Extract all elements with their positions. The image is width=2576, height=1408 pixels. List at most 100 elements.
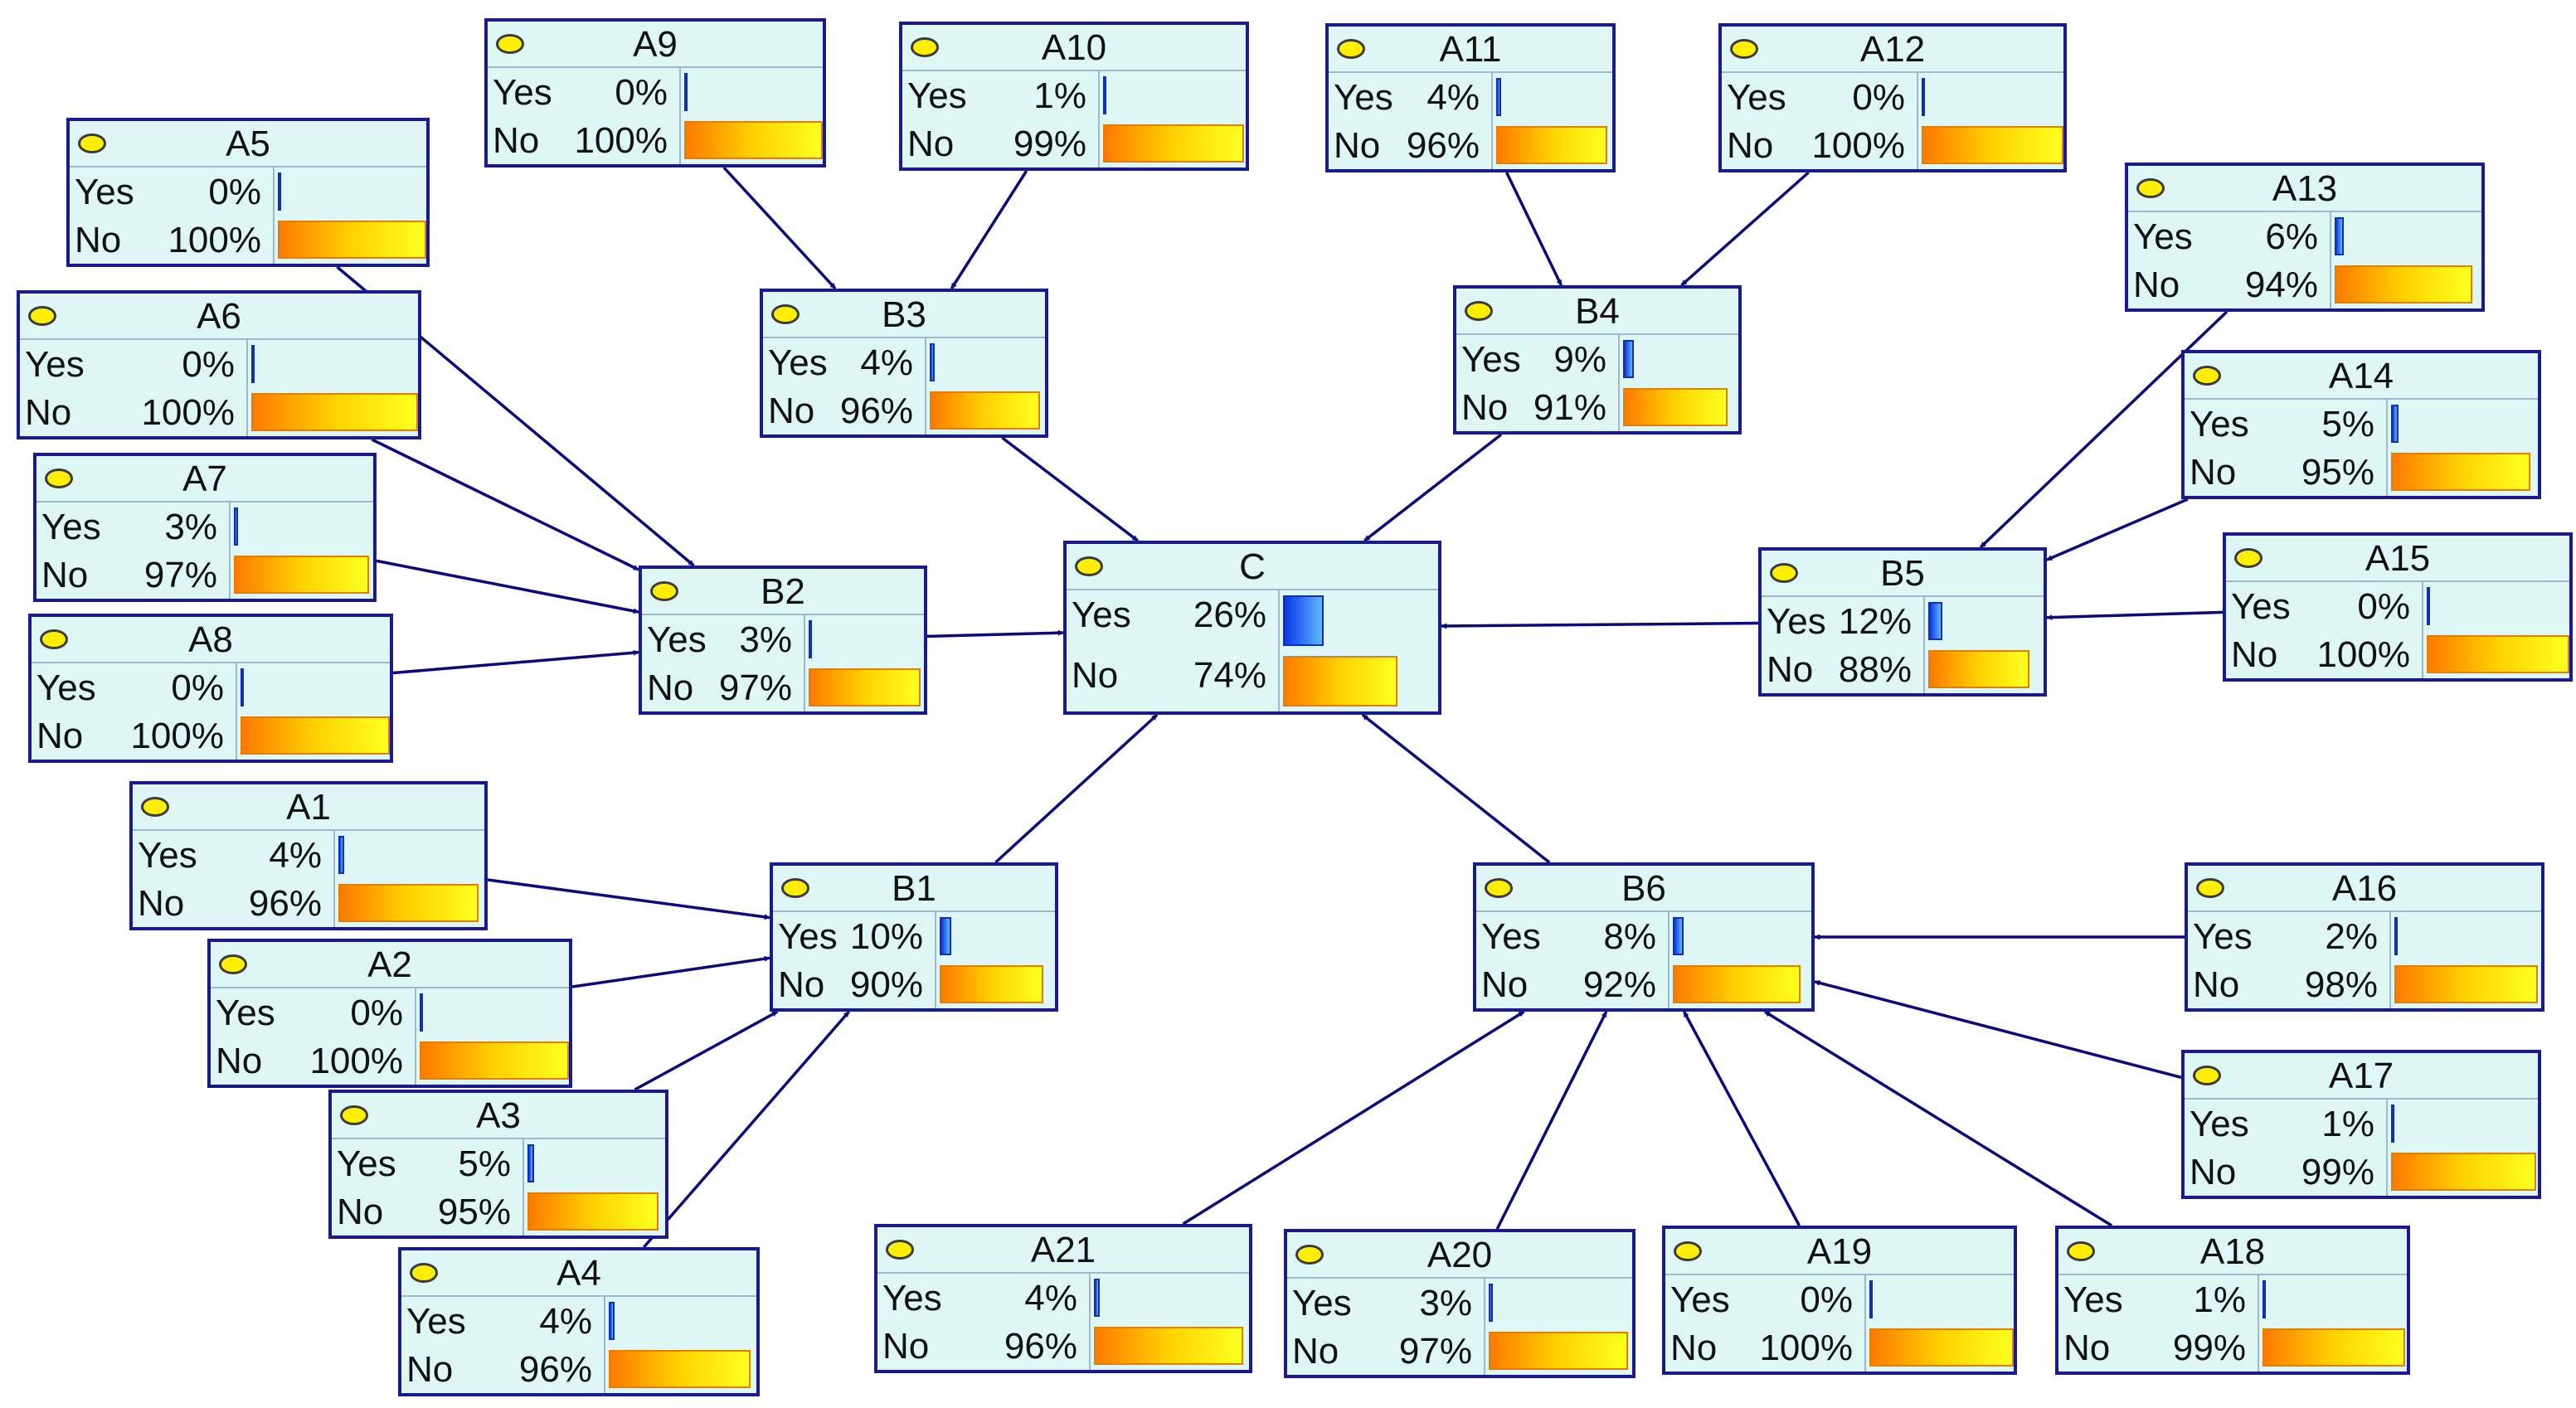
node-header: A2 (211, 942, 569, 988)
status-indicator-icon (340, 1105, 368, 1125)
column-divider (1923, 645, 1925, 693)
state-percent-yes: 0% (171, 668, 224, 708)
probability-bar-yes (1922, 78, 1925, 116)
column-divider (1668, 960, 1670, 1008)
state-label-no: No (907, 124, 955, 164)
state-percent-no: 100% (574, 120, 668, 161)
edge-a6-to-b2 (371, 438, 639, 571)
state-label-no: No (647, 668, 694, 708)
state-percent-no: 96% (1406, 125, 1480, 166)
state-percent-no: 96% (248, 883, 322, 924)
column-divider (2330, 260, 2331, 308)
state-label-yes: Yes (907, 75, 967, 116)
status-indicator-icon (1674, 1241, 1702, 1261)
node-title: A16 (2331, 868, 2398, 909)
column-divider (804, 663, 805, 711)
node-header: B2 (642, 569, 924, 615)
node-header: A19 (1665, 1229, 2014, 1275)
state-percent-yes: 3% (1419, 1283, 1472, 1323)
status-indicator-icon (2193, 1066, 2221, 1085)
node-header: A12 (1722, 27, 2063, 73)
column-divider (415, 1037, 416, 1085)
state-percent-no: 91% (1533, 387, 1606, 428)
column-divider (1917, 73, 1918, 121)
probability-bar-yes (234, 507, 239, 546)
column-divider (804, 615, 805, 663)
state-percent-yes: 4% (269, 835, 322, 876)
probability-bar-no (251, 393, 418, 431)
probability-bar-yes (2263, 1280, 2266, 1318)
status-indicator-icon (1295, 1245, 1324, 1265)
state-label-no: No (1767, 649, 1814, 690)
probability-bar-no (527, 1192, 659, 1231)
edge-a14-to-b5 (2046, 498, 2189, 561)
node-header: A13 (2128, 166, 2481, 212)
state-label-yes: Yes (1767, 601, 1826, 642)
edge-b5-to-c (1441, 621, 1759, 629)
probability-bar-no (1922, 126, 2063, 164)
column-divider (1098, 71, 1100, 119)
status-indicator-icon (78, 134, 106, 153)
state-percent-no: 100% (1811, 125, 1905, 166)
column-divider (246, 340, 248, 388)
probability-bar-yes (1489, 1284, 1494, 1322)
probability-bar-yes (1103, 76, 1106, 114)
probability-bar-yes (1869, 1280, 1873, 1318)
node-header: A9 (488, 22, 823, 68)
node-header: B5 (1762, 551, 2044, 597)
probability-bar-no (2391, 1153, 2537, 1191)
node-title: B1 (892, 868, 936, 909)
state-label-yes: Yes (882, 1278, 942, 1318)
edge-a15-to-b5 (2046, 610, 2224, 621)
state-percent-no: 99% (2172, 1328, 2246, 1368)
state-percent-yes: 3% (164, 507, 217, 547)
column-divider (935, 960, 936, 1008)
state-label-no: No (882, 1326, 930, 1367)
state-label-yes: Yes (337, 1143, 396, 1184)
edge-b4-to-c (1363, 433, 1503, 542)
node-header: A7 (36, 456, 373, 503)
